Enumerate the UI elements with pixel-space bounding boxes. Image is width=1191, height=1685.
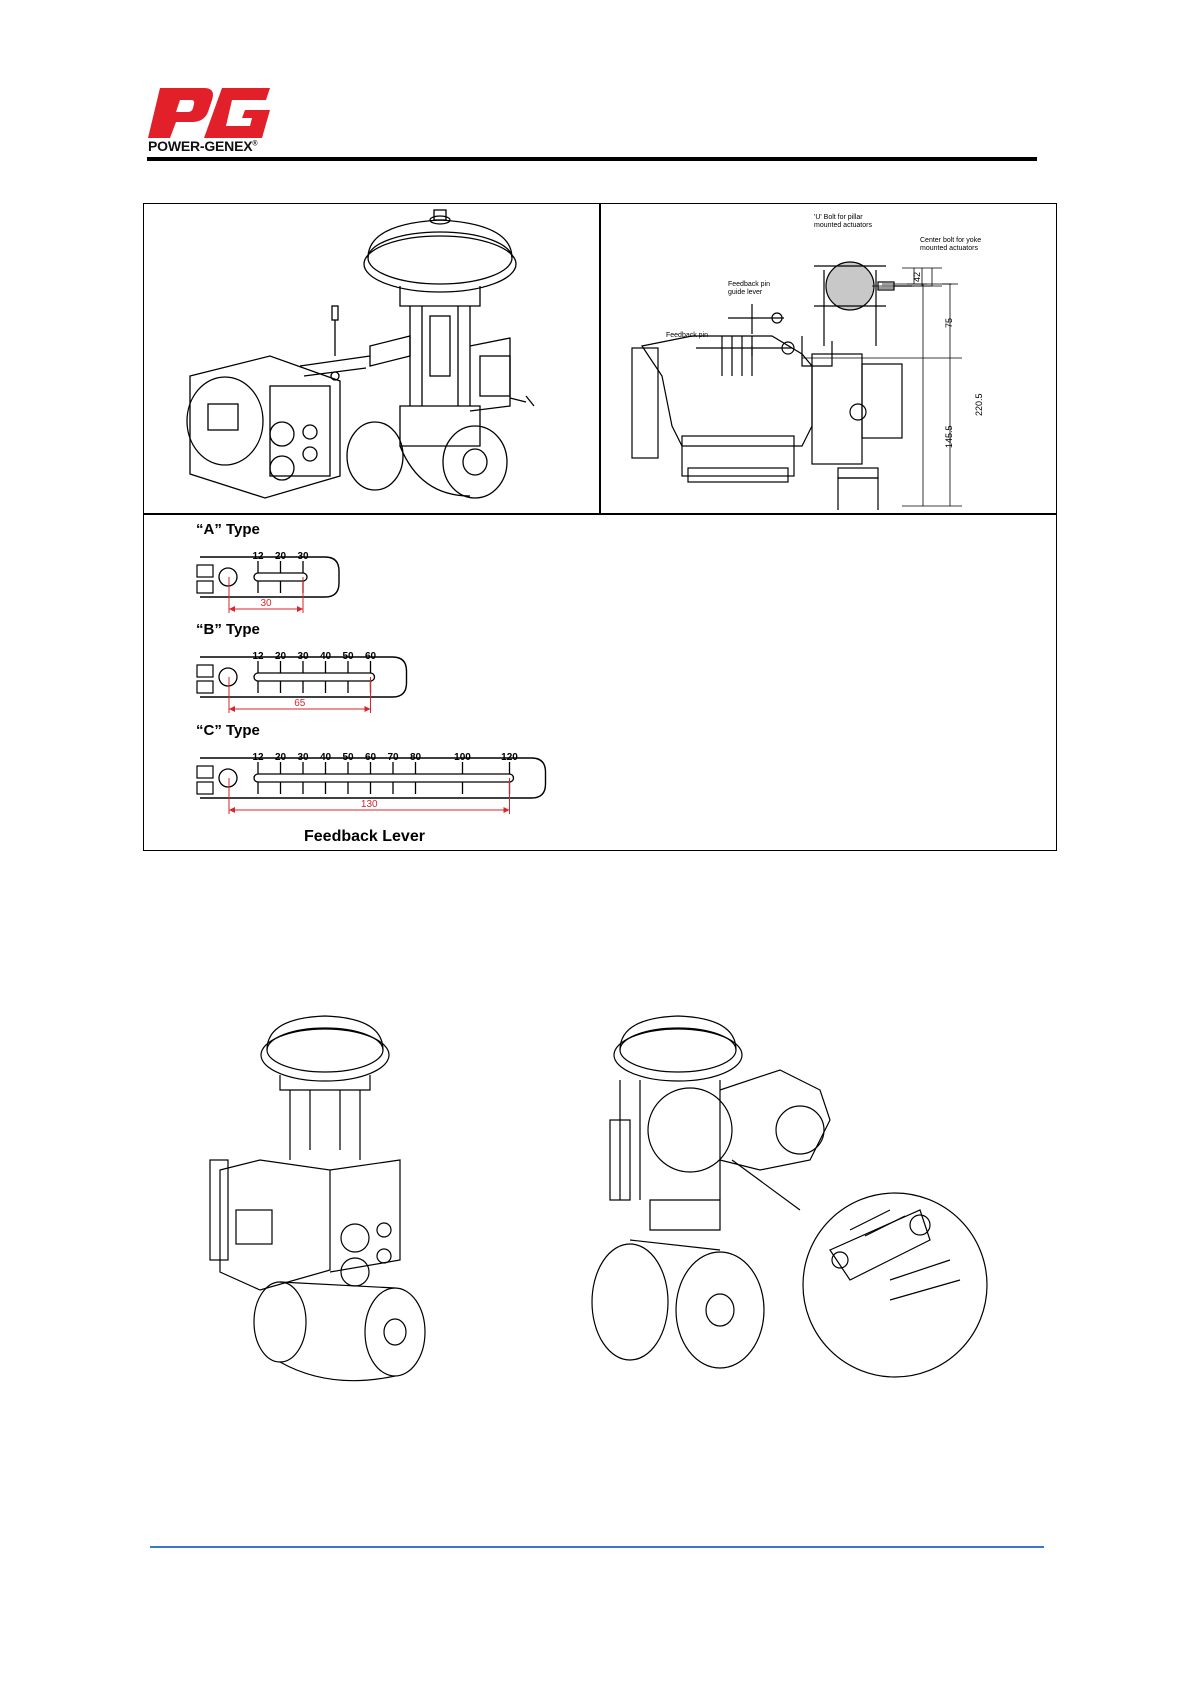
feedback-pin-callout: Feedback pin bbox=[666, 332, 708, 339]
pg-logo-mark bbox=[146, 84, 276, 140]
exploded-mounting-drawing bbox=[170, 206, 590, 508]
dim-220-5: 220.5 bbox=[974, 393, 984, 416]
logo-text: POWER-GENEX bbox=[148, 138, 252, 154]
feedback-lever-caption: Feedback Lever bbox=[304, 828, 425, 846]
registered-mark: ® bbox=[252, 140, 257, 147]
frame-divider-vertical bbox=[599, 203, 601, 514]
company-logo: POWER-GENEX® bbox=[146, 84, 276, 154]
assembled-valve-front-drawing bbox=[200, 1010, 440, 1400]
footer-rule bbox=[150, 1546, 1044, 1548]
dim-145-5: 145.5 bbox=[944, 425, 954, 448]
header-rule bbox=[147, 157, 1037, 161]
dim-75: 75 bbox=[944, 318, 954, 328]
assembled-valve-side-drawing bbox=[590, 1010, 990, 1400]
dim-42: 42 bbox=[912, 272, 922, 282]
